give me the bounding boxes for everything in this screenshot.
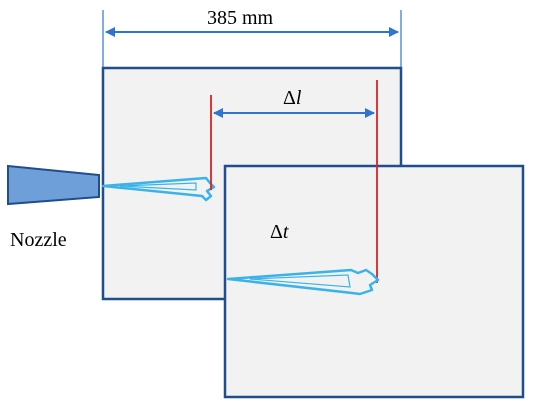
spray-plume-second (226, 268, 380, 296)
delta-l-variable: l (296, 87, 302, 109)
delta-t-symbol: Δ (270, 221, 283, 243)
delta-l-symbol: Δ (283, 87, 296, 109)
width-dimension: 385 mm (102, 7, 402, 68)
delta-t-label: Δt (270, 221, 289, 243)
spray-plume-first-inner (119, 182, 197, 191)
width-label: 385 mm (207, 7, 274, 29)
nozzle-label: Nozzle (10, 229, 67, 251)
nozzle-shape (7, 164, 100, 206)
delta-t-variable: t (283, 221, 289, 243)
spray-plume-second-inner (249, 274, 351, 288)
delta-l-dimension: Δl (213, 87, 375, 118)
delta-l-label: Δl (283, 87, 302, 109)
spray-plume-first (101, 176, 216, 202)
